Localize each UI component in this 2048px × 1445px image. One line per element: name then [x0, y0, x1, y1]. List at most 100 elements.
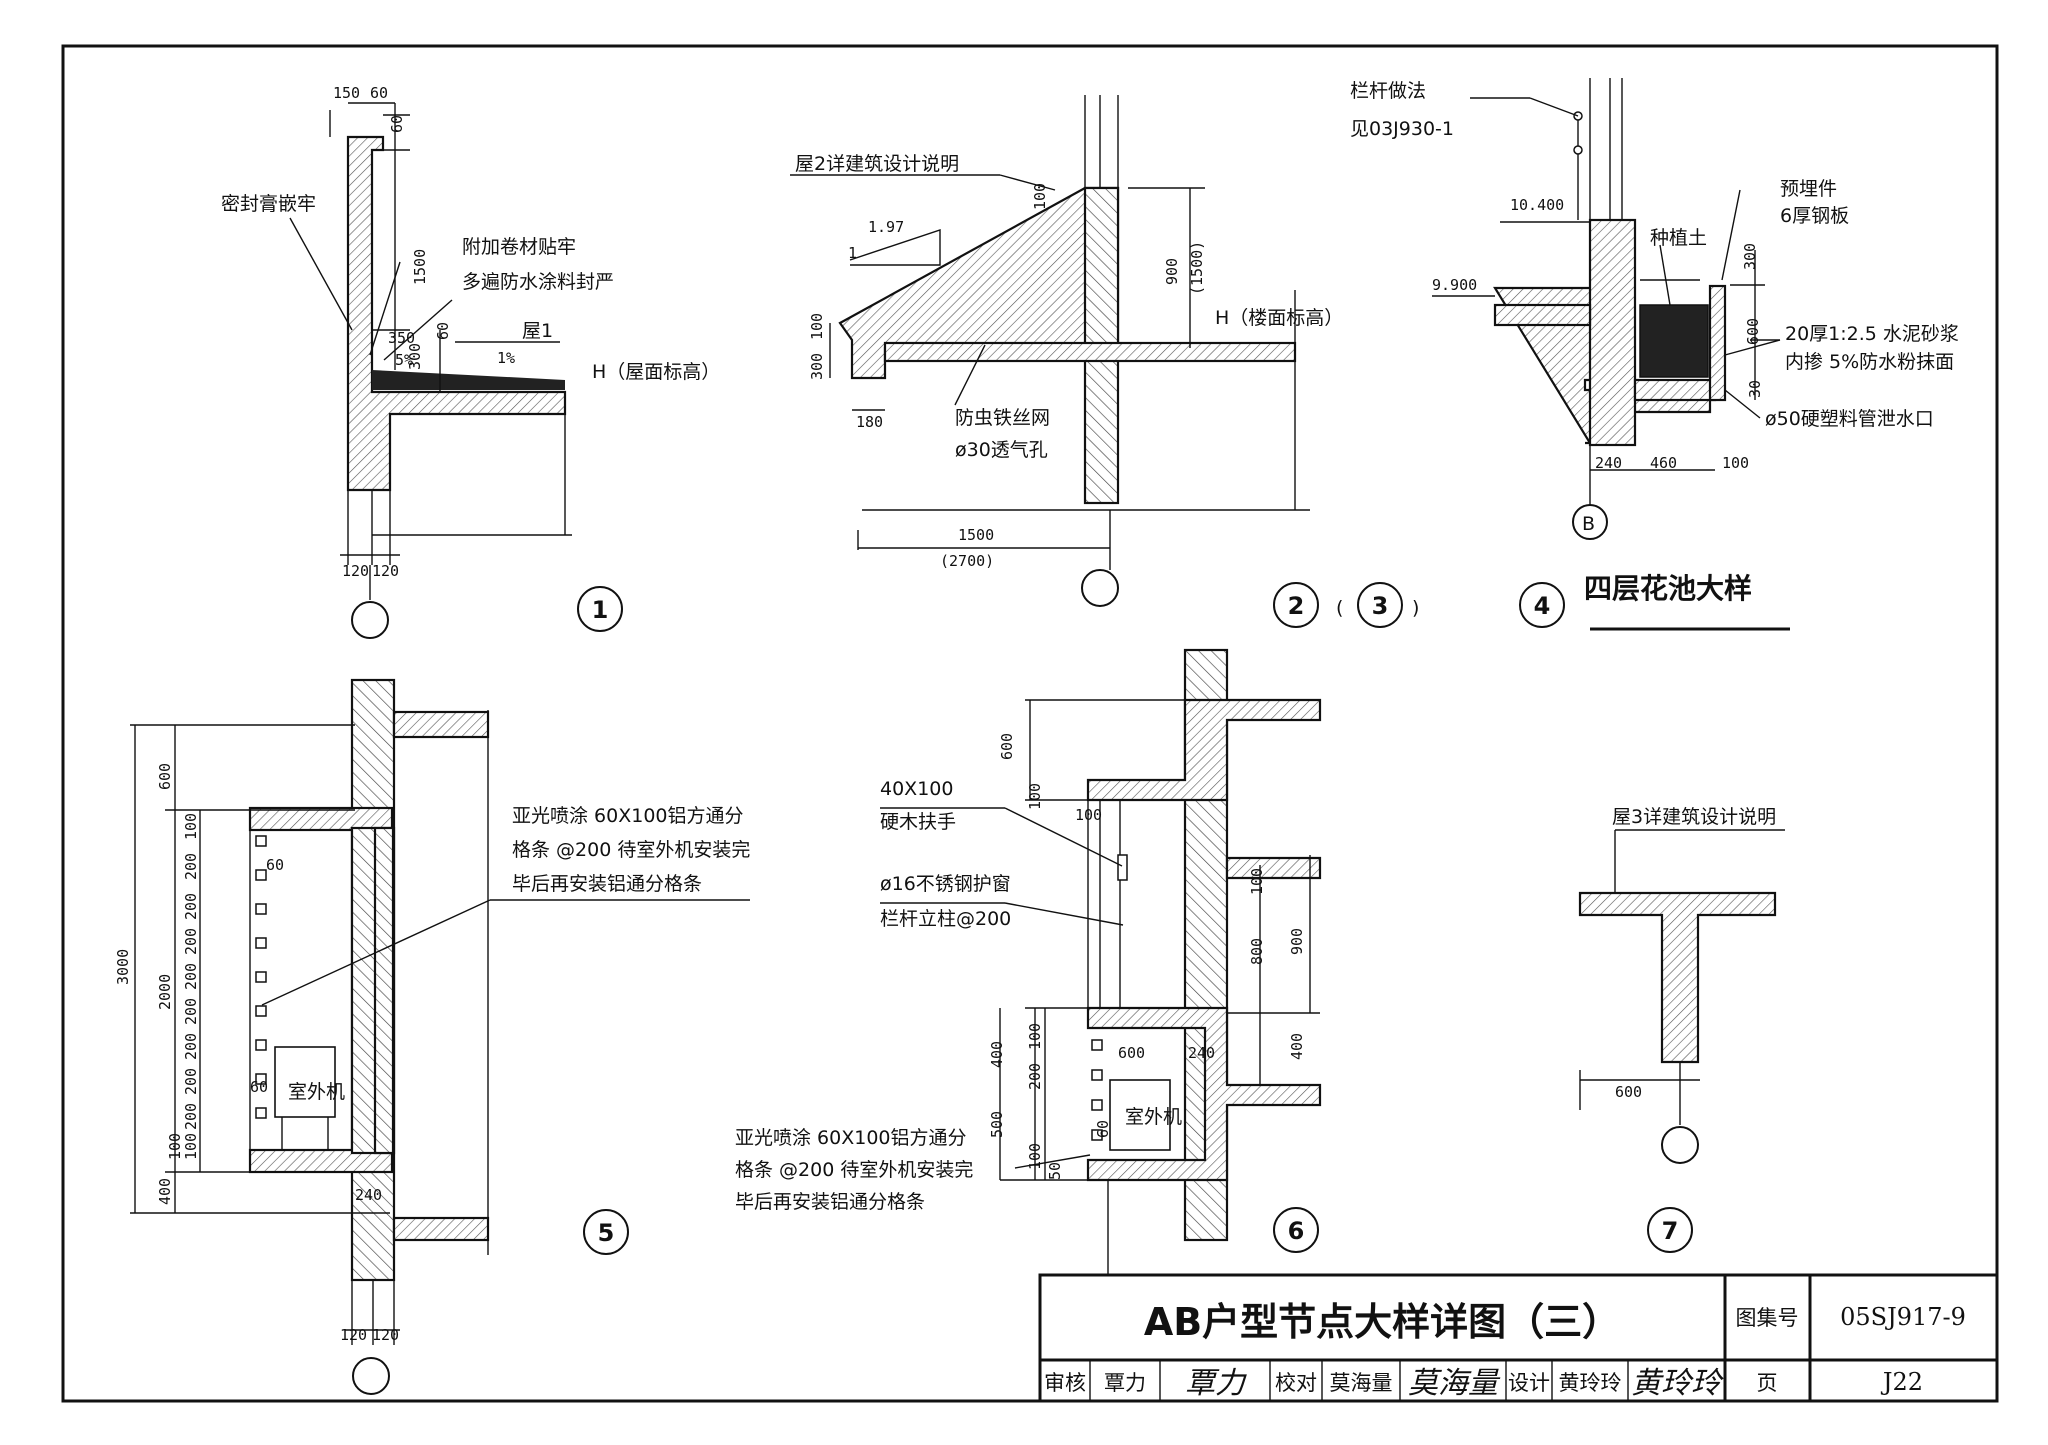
axis-b-bubble: [1572, 504, 1608, 540]
review-label: 审核: [1044, 1371, 1086, 1395]
atlas-number: 05SJ917-9: [1840, 1303, 1966, 1331]
dim-120a: 120: [342, 562, 369, 580]
label-railing-ref: 见03J930-1: [1350, 118, 1454, 140]
dim-100z-6: 100: [1026, 1143, 1044, 1170]
dim-300: 300: [406, 343, 424, 370]
detail-3-marker: [1357, 582, 1403, 628]
dim-1500p: (1500): [1188, 241, 1206, 295]
dim-60-6: 60: [1094, 1120, 1112, 1138]
slope-1: 1%: [497, 349, 515, 367]
dim-1500-2: 1500: [958, 526, 994, 544]
dim-2700: (2700): [940, 552, 994, 570]
louver-slats-5: [255, 835, 267, 1119]
dim-600b-6: 600: [1118, 1044, 1145, 1062]
label-vent: ø30透气孔: [955, 439, 1048, 461]
slab-6-lower: [1086, 1006, 1322, 1182]
label-drain: ø50硬塑料管泄水口: [1765, 408, 1934, 430]
label-floor-elev: H（楼面标高）: [1215, 307, 1343, 329]
dim-100a-6: 100: [1026, 783, 1044, 810]
slab-5-top: [392, 710, 490, 739]
dim-60a: 60: [370, 84, 388, 102]
dim-200-5: 200: [182, 853, 200, 880]
slab-6-mid: [1225, 856, 1322, 880]
detail-2: 屋2详建筑设计说明 1.97 1 100 900 (1500) 300 100 …: [790, 95, 1419, 628]
axis-bubble: [351, 601, 389, 639]
label-roof-elev: H（屋面标高）: [592, 361, 720, 383]
label-mesh: 防虫铁丝网: [955, 407, 1050, 429]
dim-100-4: 100: [1722, 454, 1749, 472]
floor-slab-2: [883, 341, 1297, 363]
dim-100b-6: 100: [1075, 806, 1102, 824]
dim-60c: 60: [434, 322, 452, 340]
ac-unit-6-label: 室外机: [1125, 1106, 1182, 1128]
dim-100c-5: 100: [166, 1133, 184, 1160]
slope-h: 1.97: [868, 218, 904, 236]
design-label: 设计: [1508, 1371, 1550, 1395]
dim-400-6: 400: [1288, 1033, 1306, 1060]
dim-100-2: 100: [1031, 183, 1049, 210]
label-handrail-size: 40X100: [880, 778, 953, 800]
detail-1-marker: [577, 586, 623, 632]
ac-unit-6: [1109, 1079, 1171, 1151]
dim-200s-1: 200: [182, 893, 200, 920]
elev-9900: 9.900: [1432, 276, 1477, 294]
roof-membrane: [372, 370, 565, 390]
atlas-number-label: 图集号: [1736, 1306, 1799, 1330]
detail-6-number: 6: [1288, 1217, 1305, 1245]
dim-600-4: 600: [1744, 318, 1762, 345]
label-5-note2: 格条 @200 待室外机安装完: [512, 839, 750, 861]
checker-signature: 莫海量: [1408, 1366, 1501, 1401]
detail-5-marker: [583, 1209, 629, 1255]
label-5-note1: 亚光喷涂 60X100铝方通分: [512, 805, 744, 827]
detail-7-number: 7: [1662, 1217, 1679, 1245]
dim-200s-3: 200: [182, 963, 200, 990]
axis-b-label: B: [1582, 513, 1595, 535]
page-label: 页: [1757, 1371, 1778, 1395]
slab-6-upper: [1086, 698, 1322, 802]
dim-460-4: 460: [1650, 454, 1677, 472]
dim-240-6: 240: [1188, 1044, 1215, 1062]
dim-100a-5: 100: [182, 813, 200, 840]
label-handrail: 硬木扶手: [880, 811, 956, 833]
detail-7: 屋3详建筑设计说明 600 7: [1578, 806, 1785, 1253]
dim-240-5: 240: [355, 1186, 382, 1204]
label-embed: 预埋件: [1780, 178, 1837, 200]
detail-4: B 栏杆做法 见03J930-1 预埋件 6厚钢板 种植土 20厚1:2.5 水…: [1350, 78, 1959, 631]
detail-4-title: 四层花池大样: [1584, 572, 1752, 605]
dim-3000: 3000: [114, 949, 132, 985]
dim-60b: 60: [388, 115, 406, 133]
wall-5-inner: [373, 826, 395, 1155]
label-6-note3: 毕后再安装铝通分格条: [735, 1191, 925, 1213]
label-mortar2: 内掺 5%防水粉抹面: [1785, 351, 1954, 373]
dim-300-4: 300: [1741, 243, 1759, 270]
balcony-slab: [1493, 303, 1592, 327]
label-soil: 种植土: [1650, 227, 1707, 249]
dim-200s-6: 200: [1026, 1063, 1044, 1090]
dim-120b-5: 120: [372, 1326, 399, 1344]
ac-unit-5-label: 室外机: [288, 1081, 345, 1103]
planter-wall-main: [1588, 218, 1637, 447]
dim-350: 350: [388, 329, 415, 347]
dim-600-7: 600: [1615, 1083, 1642, 1101]
label-roof1: 屋1: [522, 320, 553, 342]
dim-60a-5: 60: [266, 856, 284, 874]
dim-900-6: 900: [1288, 928, 1306, 955]
dim-400-5: 400: [156, 1178, 174, 1205]
dim-200s-2: 200: [182, 928, 200, 955]
reviewer-signature: 覃力: [1185, 1366, 1247, 1401]
elev-10400: 10.400: [1510, 196, 1564, 214]
check-label: 校对: [1275, 1371, 1317, 1395]
planting-soil: [1639, 304, 1709, 378]
label-membrane: 附加卷材贴牢: [462, 236, 576, 258]
handrail-6: [1117, 854, 1128, 881]
planter-edge: [1708, 284, 1727, 402]
label-6-note2: 格条 @200 待室外机安装完: [735, 1159, 973, 1181]
label-sealant: 密封膏嵌牢: [221, 192, 316, 215]
label-coating: 多遍防水涂料封严: [462, 271, 614, 293]
ledge-5-top: [248, 806, 394, 832]
dim-100s-6: 100: [1026, 1023, 1044, 1050]
dim-100c-6: 100: [1248, 868, 1266, 895]
detail-6-marker: [1273, 1207, 1319, 1253]
detail-2-number: 2: [1288, 592, 1305, 620]
dim-60b-5: 60: [250, 1078, 268, 1096]
